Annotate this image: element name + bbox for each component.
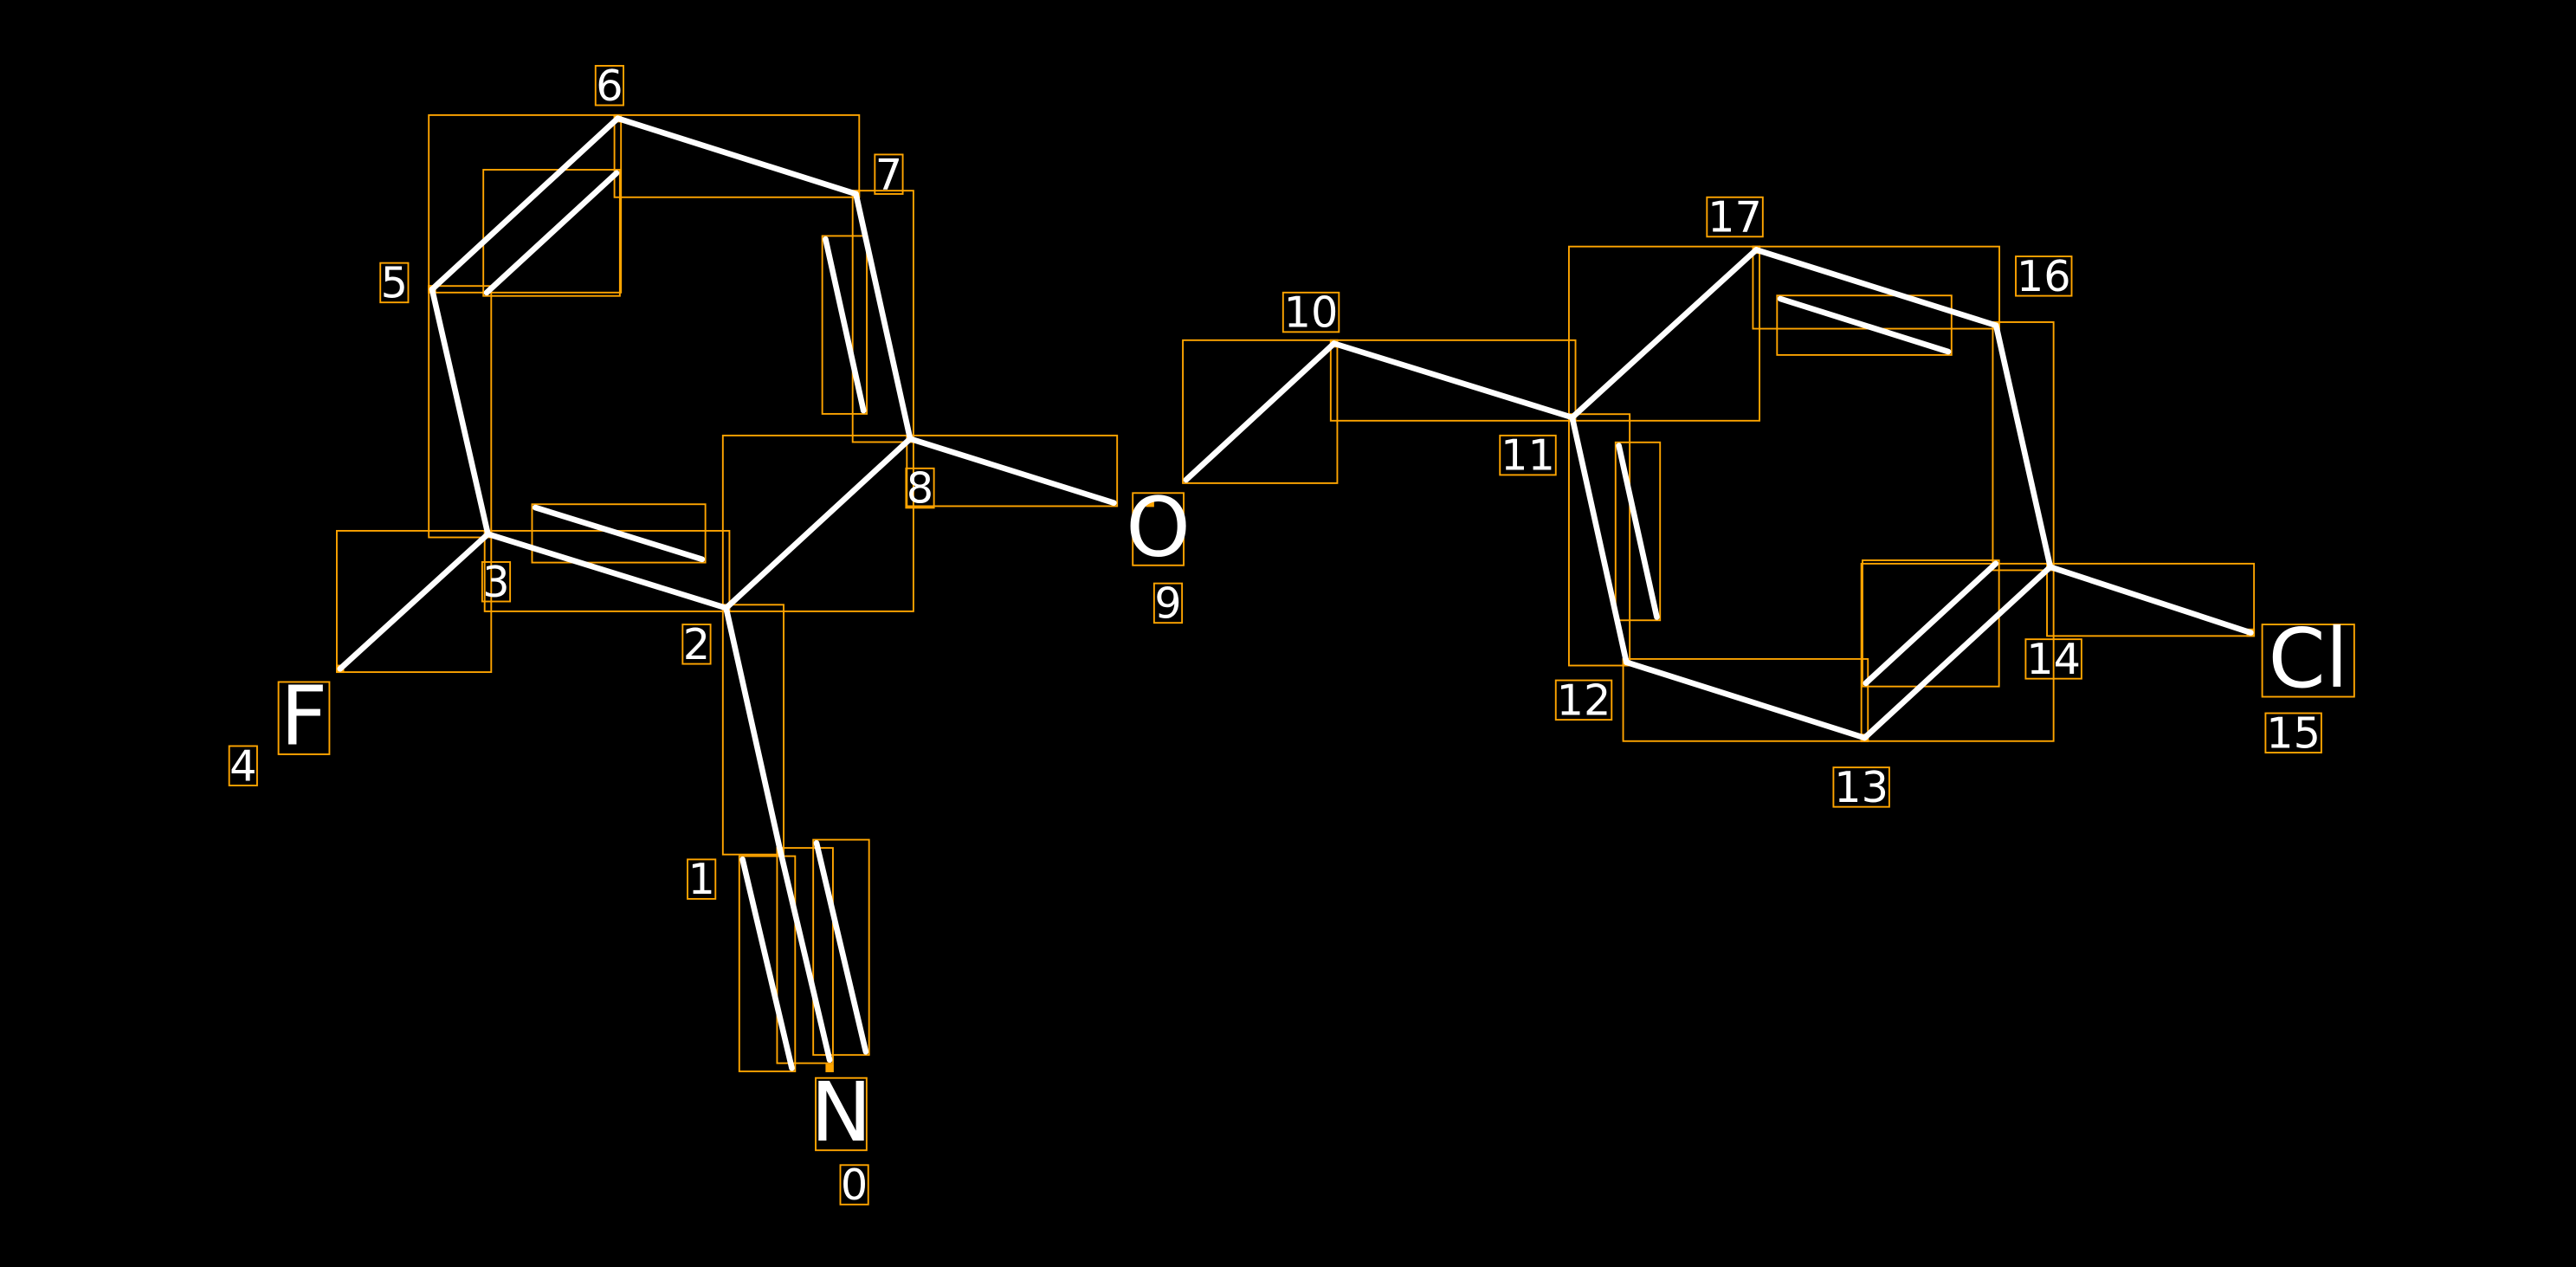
- atom-index-bbox: [481, 561, 512, 603]
- bond-line-inner: [1863, 560, 1999, 687]
- bond-line-inner: [823, 236, 867, 414]
- bond-bbox: [428, 285, 493, 539]
- atom-index-bbox: [687, 858, 717, 900]
- atom-label-o: O: [1126, 480, 1191, 575]
- bond-bbox: [738, 855, 797, 1073]
- bond-line: [1183, 340, 1337, 483]
- bond-bbox: [812, 838, 870, 1057]
- bond-line: [1992, 322, 2054, 570]
- atom-point: [825, 1063, 834, 1073]
- atom-label-bbox: [1132, 492, 1185, 566]
- bond-bbox: [1614, 441, 1662, 622]
- atom-label-f: F: [281, 669, 328, 765]
- bond-line: [777, 848, 833, 1063]
- bond-bbox: [1860, 562, 2055, 742]
- bond-line: [1753, 247, 1999, 329]
- bond-bbox: [613, 113, 861, 198]
- bond-line: [615, 115, 859, 197]
- bond-bbox: [721, 604, 784, 856]
- atom-index: 16: [2017, 251, 2071, 301]
- bond-line: [1862, 564, 2054, 741]
- atom-label-cl: Cl: [2268, 611, 2348, 707]
- atom-index: 4: [229, 740, 256, 791]
- bond-line-inner: [483, 170, 620, 296]
- bond-line: [2047, 564, 2254, 636]
- bond-line: [485, 531, 729, 611]
- bond-line: [1624, 659, 1868, 741]
- atom-index-bbox: [379, 262, 410, 304]
- atom-index: 11: [1501, 430, 1555, 481]
- atom-index: 17: [1708, 192, 1762, 242]
- atom-label-bbox: [815, 1076, 868, 1152]
- bond-bbox: [821, 235, 868, 415]
- atom-index-bbox: [594, 65, 624, 107]
- atom-label-bbox: [2261, 624, 2355, 698]
- bond-bbox: [428, 113, 623, 294]
- bond-bbox: [1862, 559, 2000, 688]
- bond-line: [739, 857, 795, 1071]
- bond-line: [723, 604, 784, 855]
- bond-line: [1569, 414, 1630, 666]
- bond-line: [723, 436, 914, 611]
- atom-index: 8: [907, 463, 933, 514]
- atom-index-bbox: [1282, 291, 1340, 333]
- bond-line: [1569, 247, 1759, 421]
- atom-index-bbox: [2024, 638, 2082, 680]
- atom-index: 13: [1834, 762, 1888, 812]
- bond-bbox: [1992, 321, 2055, 572]
- atom-index-bbox: [905, 467, 935, 509]
- atom-index: 5: [381, 257, 408, 307]
- atom-index: 14: [2026, 634, 2081, 684]
- bond-bbox: [2046, 562, 2256, 637]
- atom-index-bbox: [1152, 582, 1184, 624]
- bonds: [337, 115, 2254, 1071]
- bond-bbox: [531, 503, 707, 564]
- atom-index-bbox: [681, 624, 712, 665]
- atom-index-bbox: [1832, 766, 1890, 808]
- atom-index-bbox: [2264, 712, 2322, 754]
- atom-index-bbox: [1554, 679, 1613, 721]
- bond-bbox: [1329, 339, 1577, 422]
- bond-line: [1331, 340, 1576, 421]
- atom-index: 7: [875, 149, 902, 199]
- atom-index-bbox: [874, 153, 904, 195]
- atom-label-n: N: [810, 1065, 872, 1160]
- bond-bbox: [1567, 413, 1631, 667]
- bond-bbox: [776, 847, 834, 1064]
- bond-bbox: [1776, 294, 1953, 356]
- bond-line: [429, 115, 621, 293]
- bond-line: [853, 191, 914, 442]
- bounding-boxes: [228, 65, 2355, 1206]
- atom-index: 10: [1284, 288, 1339, 338]
- atom-index: 2: [683, 619, 710, 669]
- bond-line: [907, 436, 1117, 506]
- bond-bbox: [1622, 657, 1869, 742]
- atom-index: 1: [688, 854, 714, 904]
- atom-index: 12: [1557, 675, 1611, 725]
- bond-bbox: [721, 434, 914, 612]
- atom-index-bbox: [228, 745, 258, 786]
- bond-line: [813, 840, 869, 1055]
- atom-index-bbox: [1706, 196, 1764, 238]
- bond-bbox: [482, 169, 621, 297]
- bond-bbox: [1182, 339, 1339, 484]
- atom-index: 15: [2266, 708, 2321, 758]
- atom-index-bbox: [839, 1164, 869, 1206]
- bond-bbox: [851, 190, 914, 443]
- atom-index: 3: [482, 557, 509, 607]
- bond-line-inner: [1777, 295, 1952, 355]
- atom-index: 6: [596, 61, 623, 111]
- atom-index: 0: [841, 1160, 868, 1210]
- atom-index: 9: [1154, 578, 1181, 628]
- atom-point: [1146, 498, 1154, 507]
- bond-line-inner: [532, 504, 706, 563]
- atom-index-bbox: [1499, 434, 1557, 476]
- atom-index-bbox: [2015, 255, 2073, 297]
- bond-line: [337, 531, 491, 672]
- bond-bbox: [1567, 245, 1760, 422]
- bond-line-inner: [1616, 443, 1660, 620]
- bond-line: [429, 286, 491, 538]
- atom-label-bbox: [277, 681, 331, 755]
